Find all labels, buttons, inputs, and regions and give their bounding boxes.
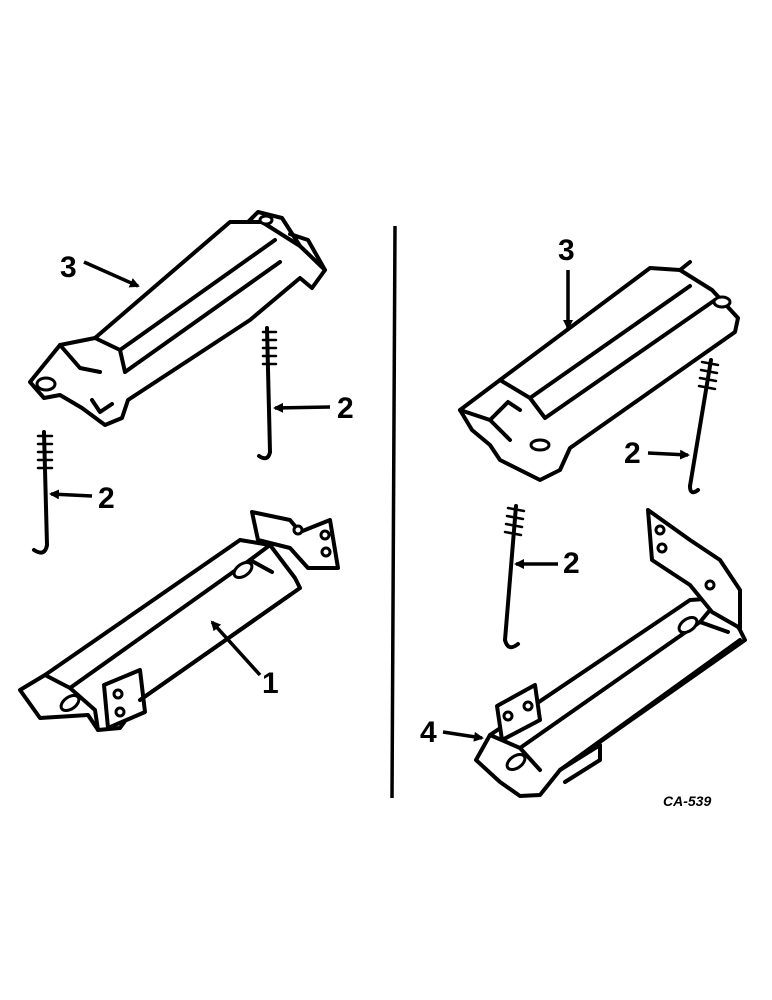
left-hold-down-rod-right	[257, 326, 278, 461]
right-tray-callout: 4	[420, 716, 437, 749]
left-rod-left-leader	[49, 489, 93, 500]
left-tray-callout: 1	[262, 667, 279, 700]
left-battery-cover	[28, 210, 327, 427]
left-cover-callout: 3	[60, 251, 77, 284]
right-battery-tray	[474, 508, 747, 798]
right-hold-down-rod-lower	[503, 504, 526, 650]
figure-code: CA-539	[663, 793, 711, 809]
right-rod-lower-callout: 2	[563, 547, 580, 580]
left-rod-right-callout: 2	[337, 392, 354, 425]
divider-line	[390, 225, 397, 799]
left-assembly: 3 2 2 1	[18, 210, 354, 732]
right-tray-leader	[442, 730, 484, 742]
right-assembly: 3 2 2 4 CA-539	[420, 234, 747, 809]
left-rod-right-leader	[273, 402, 331, 413]
left-battery-tray	[18, 510, 340, 732]
right-rod-upper-leader	[647, 449, 690, 460]
left-cover-leader	[83, 260, 140, 288]
right-battery-cover	[458, 260, 740, 482]
left-hold-down-rod-left	[32, 430, 54, 555]
right-cover-callout: 3	[558, 234, 575, 267]
left-tray-leader	[210, 620, 262, 677]
left-rod-left-callout: 2	[98, 482, 115, 515]
right-rod-upper-callout: 2	[624, 437, 641, 470]
right-hold-down-rod-upper	[688, 358, 720, 495]
